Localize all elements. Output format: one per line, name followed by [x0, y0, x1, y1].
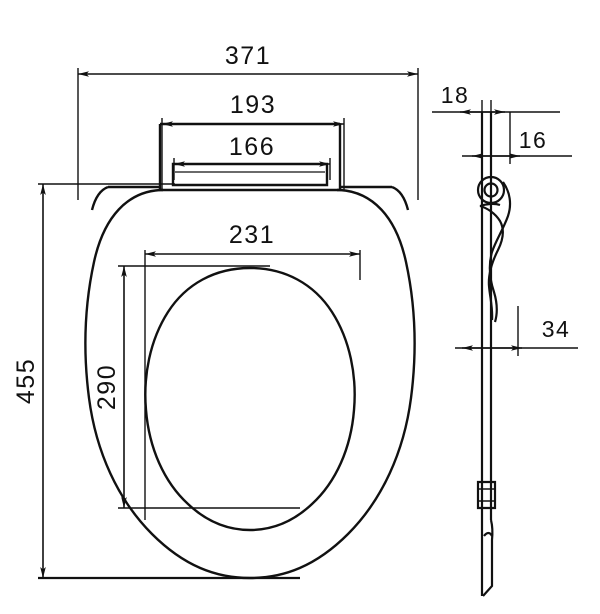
dimension-label-371: 371	[225, 42, 271, 70]
side-view-group: 18 16 34	[432, 82, 578, 597]
dimension-166: 166	[174, 133, 330, 167]
dimension-290: 290	[93, 266, 127, 508]
dimension-371: 371	[78, 42, 418, 77]
dimension-193: 193	[162, 91, 344, 127]
hinge-lever-inner-outline	[479, 204, 504, 321]
hinge-bar-outline	[171, 162, 329, 187]
dimension-455: 455	[12, 184, 46, 578]
side-profile-tail	[482, 519, 494, 597]
side-profile-tail-notch	[483, 531, 493, 537]
dimension-label-16: 16	[519, 127, 548, 153]
dimension-18: 18	[441, 82, 505, 115]
dimension-label-455: 455	[12, 358, 40, 404]
seat-shoulder-curve-left	[90, 185, 109, 211]
damper-block-outline	[476, 480, 497, 510]
seat-shoulder-curve-right	[391, 185, 410, 211]
seat-inner-rim-outline	[144, 266, 356, 532]
hinge-plate-outline-right	[337, 124, 342, 192]
dimension-label-34: 34	[542, 316, 571, 342]
hinge-lever-outline	[488, 181, 512, 323]
dimension-label-231: 231	[229, 221, 275, 249]
dimension-34: 34	[462, 316, 571, 351]
dimension-label-193: 193	[230, 91, 276, 119]
dimension-label-290: 290	[93, 364, 121, 410]
dimension-label-166: 166	[229, 133, 275, 161]
top-view-group: 371 193 166 231 455 290	[12, 42, 419, 580]
dimension-231: 231	[145, 221, 360, 257]
dimension-label-18: 18	[441, 82, 470, 108]
dimension-16: 16	[472, 127, 548, 159]
